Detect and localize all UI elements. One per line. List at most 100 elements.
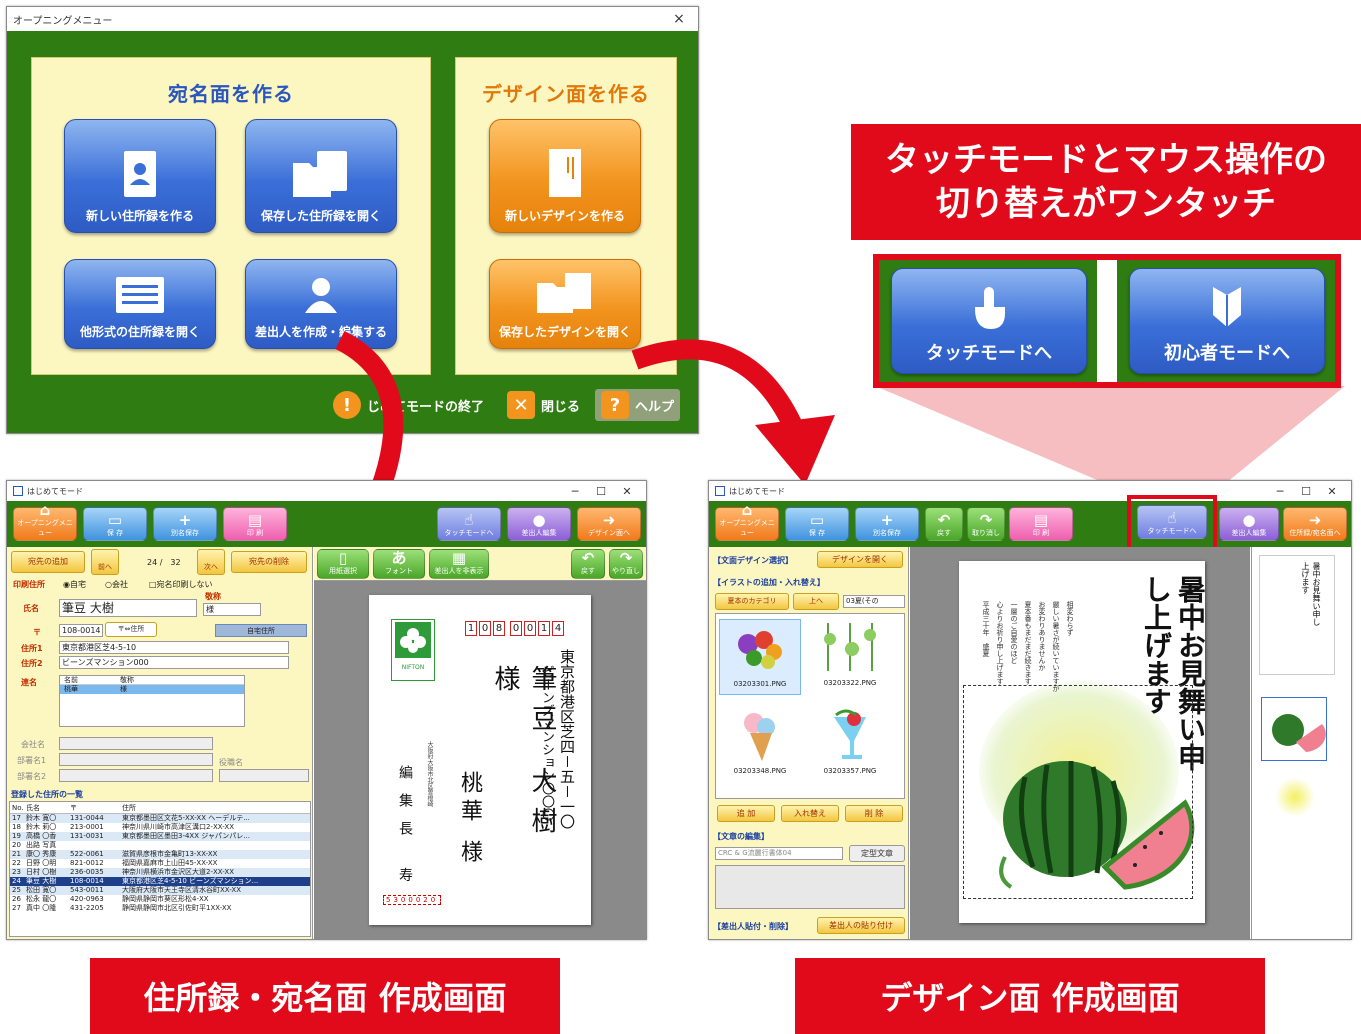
close-button[interactable]: ✕ 閉じる	[507, 391, 580, 419]
new-design-button[interactable]: 新しいデザインを作る	[489, 119, 641, 233]
delete-illust-button[interactable]: 削 除	[845, 805, 903, 822]
save-button[interactable]: ▭保 存	[785, 507, 849, 541]
open-address-book-button[interactable]: 保存した住所録を開く	[245, 119, 397, 233]
maximize-icon[interactable]: ☐	[1301, 484, 1311, 498]
thumb-vines[interactable]: 03203322.PNG	[809, 619, 891, 695]
next-button[interactable]: 次へ	[197, 549, 225, 575]
save-as-button[interactable]: +別名保存	[855, 507, 919, 541]
table-cell: 滋賀県彦根市金亀町13-XX-XX	[122, 850, 218, 858]
addr2-field[interactable]: ビーンズマンション000	[59, 656, 289, 669]
undo-icon: ↶	[581, 549, 595, 567]
delete-recipient-button[interactable]: 宛先の削除	[231, 551, 307, 573]
paper-select-button[interactable]: ▯用紙選択	[317, 549, 369, 579]
category-select[interactable]: 03夏(その	[843, 595, 905, 608]
close-icon[interactable]: ×	[673, 11, 685, 27]
to-design-button[interactable]: ➜デザイン面へ	[577, 507, 641, 541]
open-design-button[interactable]: デザインを開く	[817, 551, 903, 568]
dept2-field[interactable]	[59, 769, 213, 782]
open-design-button[interactable]: 保存したデザインを開く	[489, 259, 641, 349]
paper-icon: ▯	[338, 549, 348, 567]
save-as-button[interactable]: +別名保存	[153, 507, 217, 541]
beginner-mode-button[interactable]: 初心者モードへ	[1129, 268, 1325, 374]
touch-mode-toolbar-button[interactable]: ☝タッチモードへ	[1137, 505, 1207, 539]
home-address-button[interactable]: 自宅住所	[215, 624, 307, 637]
prev-button[interactable]: 前へ	[91, 549, 119, 575]
print-button[interactable]: ▤印 刷	[1009, 507, 1073, 541]
finger-tap-icon	[975, 287, 1005, 329]
thumb-veggies[interactable]: 03203301.PNG	[719, 619, 801, 695]
undo-button[interactable]: ↶戻す	[571, 549, 605, 579]
selection-frame[interactable]	[963, 685, 1193, 899]
open-other-format-button[interactable]: 他形式の住所録を開く	[64, 259, 216, 349]
zip-convert-button[interactable]: 〒⇔住所	[105, 622, 157, 637]
hide-sender-button[interactable]: ▦差出人を非表示	[429, 549, 489, 579]
template-text-button[interactable]: 定型文章	[849, 845, 905, 862]
add-recipient-button[interactable]: 宛先の追加	[11, 551, 85, 573]
replace-illust-button[interactable]: 入れ替え	[781, 805, 839, 822]
design-postcard[interactable]: 暑中お見舞い申し上げます 相変わらず厳しい暑さが続いていますがお変わりありません…	[959, 561, 1205, 923]
beginner-mark-icon	[1213, 287, 1241, 327]
addr1-field[interactable]: 東京都港区芝4-5-10	[59, 641, 289, 654]
thumb-drink[interactable]: 03203357.PNG	[809, 707, 891, 783]
category-button[interactable]: 夏本のカテゴリ	[715, 593, 789, 610]
sender-edit-button[interactable]: ●差出人編集	[1219, 507, 1279, 541]
radio-company[interactable]: ○会社	[105, 580, 128, 589]
touch-mode-button[interactable]: タッチモードへ	[891, 268, 1087, 374]
touch-mode-toolbar-button[interactable]: ☝タッチモードへ	[437, 507, 501, 541]
minimize-icon[interactable]: ─	[571, 484, 579, 498]
zip-field[interactable]: 108-0014	[59, 624, 103, 637]
save-button[interactable]: ▭保 存	[83, 507, 147, 541]
col-zip: 〒	[70, 804, 77, 812]
font-select[interactable]: CRC & G流麗行書体04	[715, 847, 843, 860]
joint-names-list[interactable]: 名前敬称 桃華様	[59, 675, 245, 727]
radio-home[interactable]: ◉自宅	[63, 580, 86, 589]
text-area[interactable]	[715, 865, 905, 909]
name-field[interactable]: 筆豆 大樹	[59, 599, 197, 617]
redo-button[interactable]: ↷取り消し	[967, 507, 1005, 541]
honorific-select[interactable]: 様	[203, 603, 261, 616]
close-icon[interactable]: ✕	[622, 484, 632, 498]
no-print-checkbox[interactable]: □宛名印刷しない	[149, 580, 213, 589]
thumb-label: 03203322.PNG	[823, 679, 877, 687]
thumb-page-2[interactable]	[1261, 697, 1327, 761]
new-address-book-button[interactable]: 新しい住所録を作る	[64, 119, 216, 233]
joint-row-honorific: 様	[120, 685, 127, 693]
paste-sender-button[interactable]: 差出人の貼り付け	[817, 917, 905, 934]
redo-button[interactable]: ↷やり直し	[609, 549, 643, 579]
sender-edit-button[interactable]: ●差出人編集	[507, 507, 571, 541]
undo-button[interactable]: ↶戻す	[925, 507, 963, 541]
person-icon	[305, 278, 337, 313]
up-button[interactable]: 上へ	[793, 593, 839, 610]
add-illust-button[interactable]: 追 加	[717, 805, 775, 822]
edit-sender-button[interactable]: 差出人を作成・編集する	[245, 259, 397, 349]
company-field[interactable]	[59, 737, 213, 750]
maximize-icon[interactable]: ☐	[596, 484, 606, 498]
opening-menu-button[interactable]: ⌂オープニングメニュー	[13, 502, 77, 541]
font-button[interactable]: あフォント	[373, 549, 425, 579]
print-button[interactable]: ▤印 刷	[223, 507, 287, 541]
thumb-page-3[interactable]	[1275, 777, 1315, 817]
help-button[interactable]: ? ヘルプ	[595, 389, 681, 421]
close-icon[interactable]: ✕	[1327, 484, 1337, 498]
minimize-icon[interactable]: ─	[1276, 484, 1284, 498]
joint-row[interactable]: 桃華様	[60, 685, 244, 694]
thumb-page-1[interactable]: 暑中お見舞い申し上げます	[1259, 555, 1335, 675]
thumb-icecream[interactable]: 03203348.PNG	[719, 707, 801, 783]
title-field[interactable]	[219, 769, 309, 782]
to-address-button[interactable]: ➜住所録/宛名面へ	[1283, 507, 1347, 541]
opening-menu-button[interactable]: ⌂オープニングメニュー	[715, 502, 779, 541]
dept1-field[interactable]	[59, 753, 213, 766]
